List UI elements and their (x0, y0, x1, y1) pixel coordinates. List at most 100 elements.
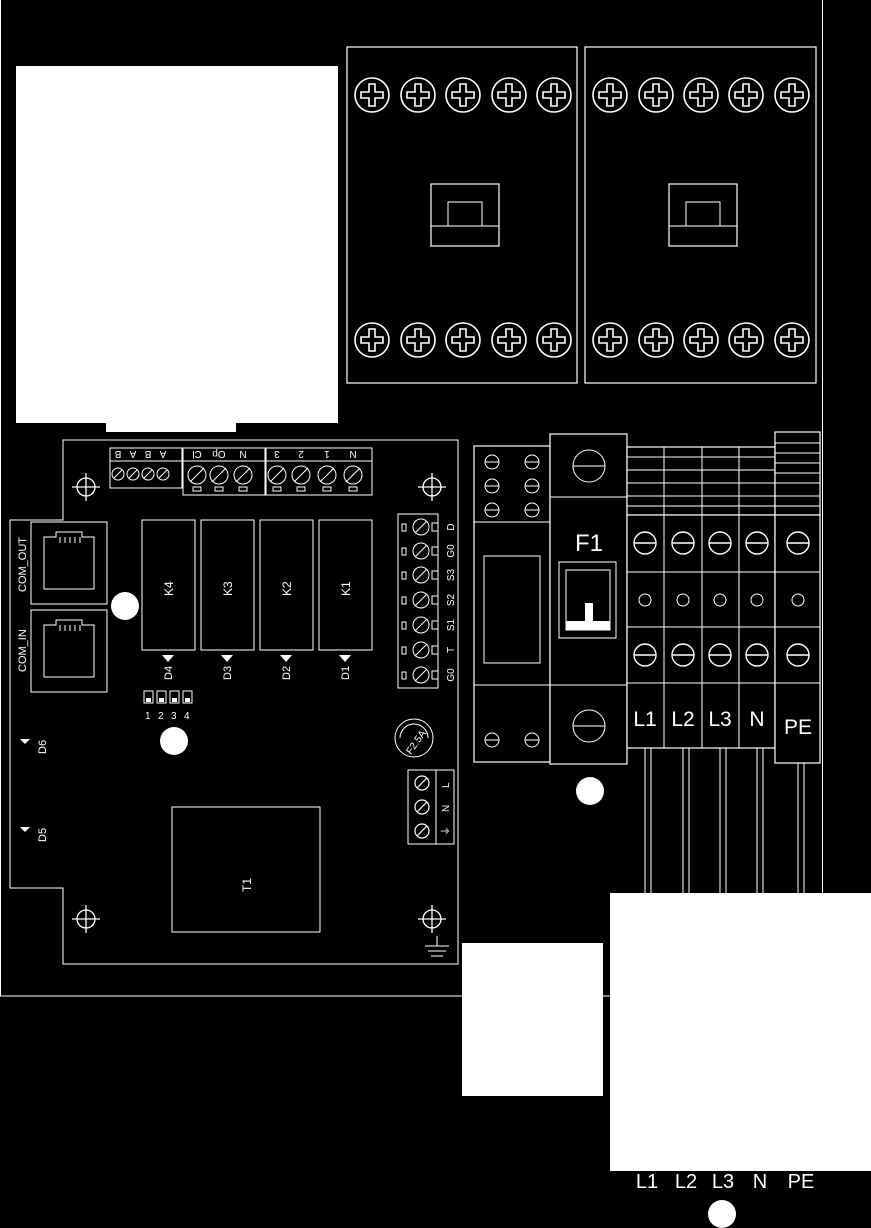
dip-2-label: 2 (158, 711, 164, 722)
relay-k4-label: K4 (162, 581, 176, 596)
pcb-terminal-label: G0 (446, 668, 457, 682)
power-ground-label: ⏚ (440, 826, 452, 836)
terminal-l2-label: L2 (671, 708, 694, 731)
pcb-board (9, 439, 459, 965)
label-area-top-left (16, 66, 338, 432)
com-in-port (30, 609, 108, 693)
terminal-screw-icon (343, 465, 363, 492)
pcb-terminal-label: Cl (192, 448, 201, 459)
terminal-l3-label: L3 (708, 708, 731, 731)
pcb-terminal-label: S3 (446, 568, 457, 581)
terminal-blocks (626, 514, 821, 764)
fuse-holder (394, 718, 434, 758)
marker-dot (160, 727, 188, 755)
enclosure-outline (0, 0, 823, 997)
terminal-screw-icon (401, 542, 439, 560)
diode-d5-label: D5 (37, 828, 49, 842)
pcb-terminal-label: S2 (446, 593, 457, 606)
din-module (473, 445, 551, 763)
pcb-terminal-label: A (129, 448, 136, 459)
power-terminal (407, 769, 455, 845)
terminal-screw-icon (187, 465, 207, 492)
pcb-terminal-label: D (446, 523, 457, 530)
marker-dot (708, 1200, 736, 1228)
power-l-label: L (441, 782, 452, 788)
terminal-screw-icon (267, 465, 287, 492)
terminal-screw-icon (401, 616, 439, 634)
com-out-label: COM_OUT (17, 537, 29, 592)
pcb-terminal-label: B (114, 448, 121, 459)
mounting-hole-icon (71, 904, 101, 934)
pcb-terminal-label: A (159, 448, 166, 459)
terminal-screw-icon (209, 465, 229, 492)
relay-k2-label: K2 (280, 581, 294, 596)
terminal-screw-icon (401, 566, 439, 584)
terminal-n-label: N (749, 708, 764, 731)
terminal-screw-icon (291, 465, 311, 492)
terminal-screw-icon (233, 465, 253, 492)
relay-k1 (318, 519, 373, 651)
pcb-terminal-label: 2 (298, 448, 304, 459)
dip-4-label: 4 (184, 711, 190, 722)
pcb-terminal-label: 3 (274, 448, 280, 459)
relay-k4 (141, 519, 196, 651)
terminal-screw-icon (401, 591, 439, 609)
fuse-label: F2.5A (404, 728, 429, 756)
relay-k3 (200, 519, 255, 651)
pcb-terminal-label: N (349, 448, 356, 459)
com-out-port (30, 521, 108, 605)
pcb-terminal-label: Op (212, 448, 226, 459)
diode-d4-label: D4 (163, 666, 175, 680)
bottom-l1-label: L1 (636, 1171, 658, 1193)
terminal-screw-icon (401, 518, 439, 536)
pcb-terminal-label: N (239, 448, 246, 459)
label-area-bottom-small (462, 943, 603, 1096)
mounting-hole-icon (417, 472, 447, 502)
bottom-n-label: N (753, 1171, 767, 1193)
ground-symbol-icon (425, 936, 449, 957)
transformer-label: T1 (240, 878, 254, 892)
terminal-screw-icon (401, 641, 439, 659)
pcb-terminal-label: 1 (324, 448, 330, 459)
circuit-breaker-f1 (549, 433, 628, 765)
marker-dot (111, 592, 139, 620)
terminal-screw-icon (156, 467, 170, 481)
breaker-label: F1 (575, 530, 603, 557)
pcb-top-terminals (109, 447, 373, 496)
contactor-right (584, 46, 817, 384)
contactor-left (346, 46, 578, 384)
diode-icon (20, 827, 30, 833)
terminal-screw-icon (111, 467, 125, 481)
bottom-l2-label: L2 (675, 1171, 697, 1193)
diode-icon (20, 739, 30, 745)
label-area-bottom-large (610, 893, 871, 1171)
diode-d3-label: D3 (222, 666, 234, 680)
terminal-pe-label: PE (784, 716, 812, 739)
terminal-screw-icon (126, 467, 140, 481)
terminal-screw-icon (317, 465, 337, 492)
pcb-terminal-label: G0 (446, 544, 457, 558)
dip-1-label: 1 (145, 711, 151, 722)
mounting-hole-icon (71, 472, 101, 502)
mounting-hole-icon (417, 904, 447, 934)
cable-wires (644, 748, 805, 893)
diode-d2-label: D2 (281, 666, 293, 680)
pcb-terminal-label: T (446, 647, 457, 653)
terminal-block-header (626, 431, 821, 516)
terminal-l1-label: L1 (633, 708, 656, 731)
relay-k3-label: K3 (221, 581, 235, 596)
relay-k2 (259, 519, 314, 651)
dip-3-label: 3 (171, 711, 177, 722)
pcb-terminal-label: S1 (446, 618, 457, 631)
diode-d1-label: D1 (340, 666, 352, 680)
terminal-screw-icon (401, 666, 439, 684)
pcb-terminal-label: B (144, 448, 151, 459)
bottom-pe-label: PE (788, 1171, 815, 1193)
diode-d6-label: D6 (37, 740, 49, 754)
bottom-l3-label: L3 (712, 1171, 734, 1193)
relay-k1-label: K1 (339, 581, 353, 596)
diode-icon (162, 655, 351, 662)
transformer-t1 (171, 806, 321, 933)
terminal-screw-icon (141, 467, 155, 481)
